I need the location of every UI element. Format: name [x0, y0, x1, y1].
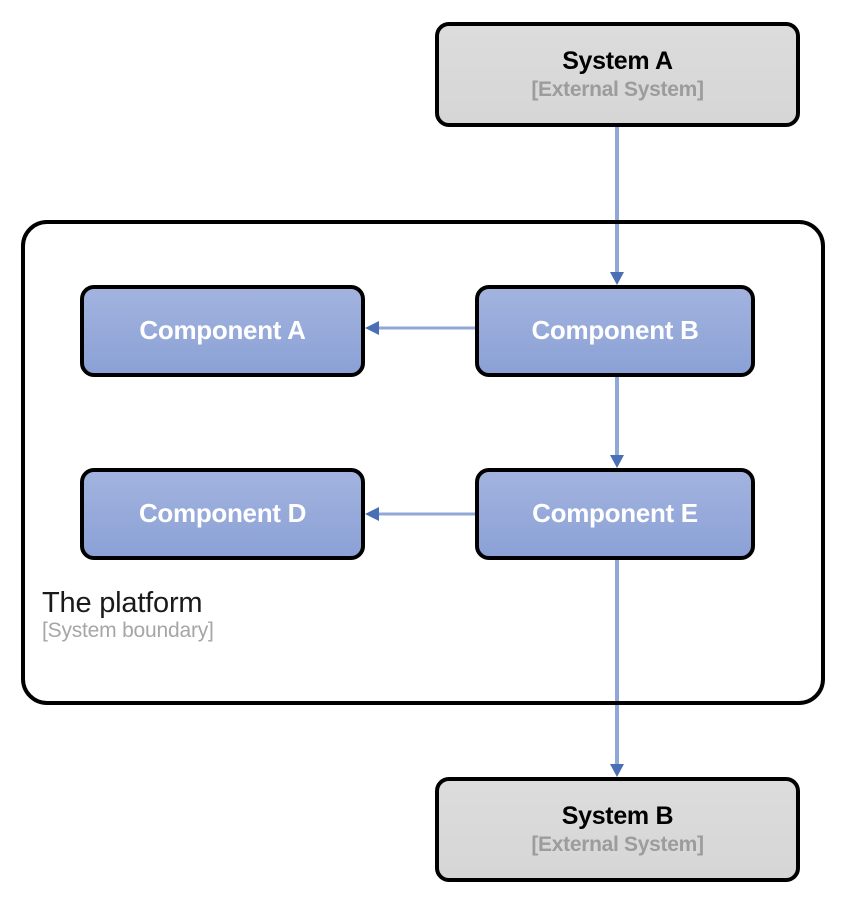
node-component-a-title: Component A [139, 315, 306, 346]
system-boundary-title: The platform [42, 587, 203, 619]
node-system-a[interactable]: System A [External System] [435, 22, 800, 127]
node-component-d[interactable]: Component D [80, 468, 365, 560]
node-system-b-title: System B [561, 802, 674, 831]
node-system-a-title: System A [562, 47, 673, 76]
system-boundary[interactable] [21, 220, 825, 705]
node-component-a[interactable]: Component A [80, 285, 365, 377]
node-system-b-subtitle: [External System] [531, 833, 704, 857]
node-component-b-title: Component B [531, 315, 699, 346]
node-component-b[interactable]: Component B [475, 285, 755, 377]
node-system-a-subtitle: [External System] [531, 78, 704, 102]
node-component-d-title: Component D [138, 498, 307, 529]
system-boundary-subtitle: [System boundary] [42, 619, 214, 643]
node-component-e[interactable]: Component E [475, 468, 755, 560]
node-system-b[interactable]: System B [External System] [435, 777, 800, 882]
node-component-e-title: Component E [532, 498, 698, 529]
system-boundary-label: The platform [System boundary] [42, 588, 214, 642]
